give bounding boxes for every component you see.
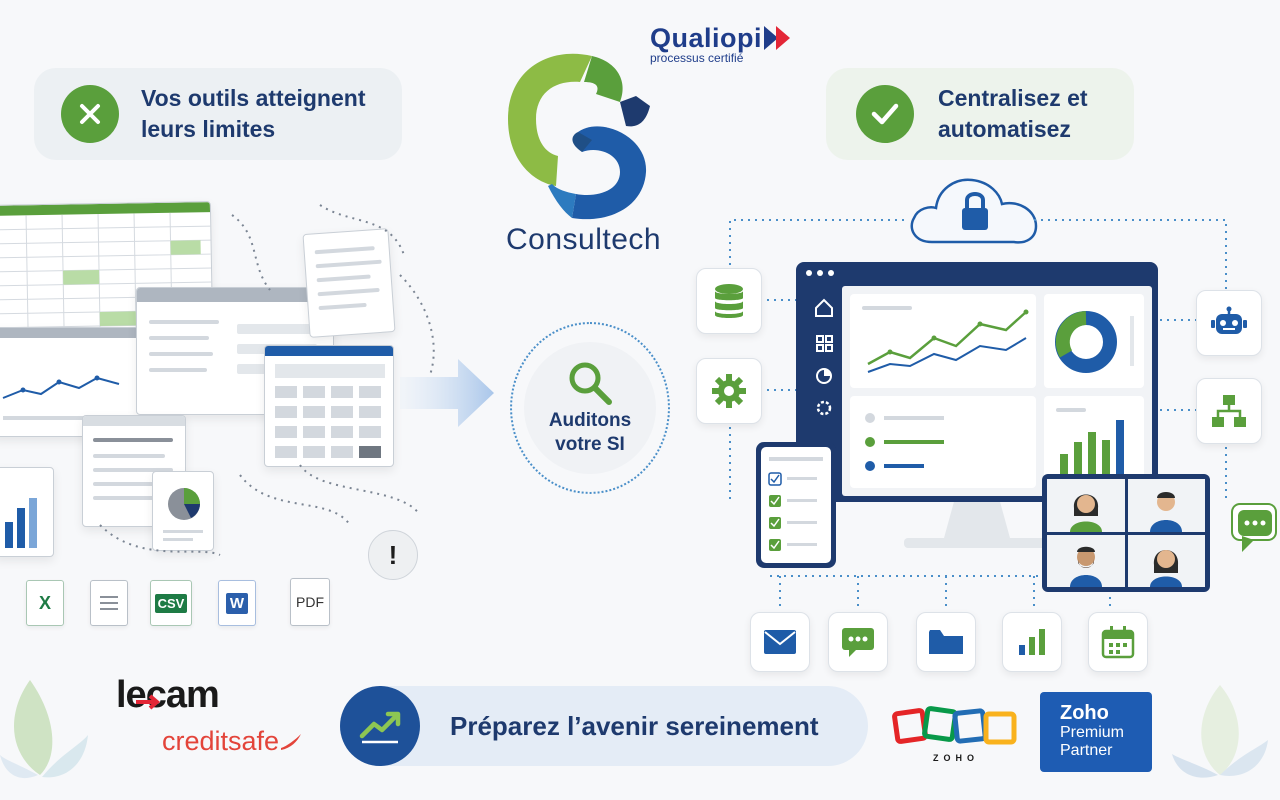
participant-avatar — [1047, 479, 1125, 532]
right-headline-line2: automatisez — [938, 116, 1071, 142]
check-icon — [856, 85, 914, 143]
audit-badge[interactable]: Auditons votre SI — [510, 322, 670, 494]
mail-icon[interactable] — [750, 612, 810, 672]
document-icon — [90, 580, 128, 626]
qualiopi-arrows-icon — [764, 26, 790, 50]
dashboard-checklist — [865, 413, 944, 471]
zoho-wordmark: ZOHO — [933, 753, 979, 763]
bar-chart-document — [0, 467, 54, 557]
qualiopi-subtitle: processus certifié — [650, 51, 744, 65]
folder-icon[interactable] — [916, 612, 976, 672]
chat-bubble-icon — [1231, 503, 1277, 552]
consultech-mark-icon — [508, 53, 650, 220]
bottom-tagline-pill: Préparez l’avenir sereinement — [340, 686, 868, 766]
zoho-squares-icon — [892, 706, 1017, 745]
creditsafe-swoosh-icon — [281, 733, 302, 750]
audit-line2: votre SI — [555, 434, 625, 455]
right-headline-pill: Centralisez et automatisez — [826, 68, 1134, 160]
qualiopi-logo: Qualiopi processus certifié — [650, 22, 810, 70]
right-arrow-icon — [400, 359, 494, 427]
bottom-tagline-text: Préparez l’avenir sereinement — [450, 710, 819, 741]
monitor-stand — [944, 502, 1010, 538]
dashboard-bar-chart — [1060, 420, 1124, 476]
leaf-decoration-right — [1172, 685, 1268, 778]
video-call-window — [1042, 474, 1210, 592]
database-icon[interactable] — [696, 268, 762, 334]
qualiopi-name: Qualiopi — [650, 22, 762, 53]
spreadsheet-collage — [0, 195, 440, 575]
gear-icon[interactable] — [696, 358, 762, 424]
robot-icon[interactable] — [1196, 290, 1262, 356]
zoho-premium-partner-badge: Zoho Premium Partner — [1040, 692, 1152, 772]
collage-connector-lines — [99, 204, 435, 556]
leaf-decoration-left — [0, 680, 88, 779]
pie-chart-document — [152, 471, 214, 551]
calculator-window — [264, 345, 394, 467]
participant-avatar — [1127, 479, 1205, 532]
message-icon[interactable] — [828, 612, 888, 672]
connection-lines — [729, 219, 1227, 610]
participant-avatar — [1127, 534, 1205, 587]
zoho-badge-line2: Premium — [1060, 724, 1125, 741]
creditsafe-logo: creditsafe — [162, 726, 303, 757]
dashboard-sidebar-icons — [815, 298, 833, 416]
excel-icon: X — [26, 580, 64, 626]
participant-avatar — [1047, 534, 1125, 587]
left-headline-pill: Vos outils atteignent leurs limites — [34, 68, 402, 160]
consultech-name: Consultech — [506, 223, 662, 256]
audit-line1: Auditons — [548, 410, 632, 431]
dashboard-donut-chart — [1055, 311, 1134, 373]
left-headline-line1: Vos outils atteignent — [141, 85, 366, 111]
search-icon — [569, 362, 612, 405]
cloud-lock-icon — [910, 178, 1038, 244]
left-headline-line2: leurs limites — [141, 116, 276, 142]
bar-chart-icon[interactable] — [1002, 612, 1062, 672]
csv-icon: CSV — [150, 580, 192, 626]
pdf-icon: PDF — [290, 578, 330, 626]
consultech-logo: Consultech — [500, 44, 670, 260]
lecam-arrow-icon — [136, 694, 161, 710]
zoho-badge-line3: Partner — [1060, 742, 1113, 759]
lecam-logo: lecam — [116, 674, 220, 716]
x-icon — [61, 85, 119, 143]
org-chart-icon[interactable] — [1196, 378, 1262, 444]
tablet-checklist — [756, 442, 836, 568]
right-headline-line1: Centralisez et — [938, 85, 1088, 111]
word-icon: W — [218, 580, 256, 626]
zoho-logo: ZOHO — [892, 706, 1020, 763]
warning-icon: ! — [368, 530, 418, 580]
calendar-icon[interactable] — [1088, 612, 1148, 672]
dashboard-line-chart — [867, 309, 1029, 373]
dashboard-monitor — [796, 262, 1158, 502]
zoho-badge-title: Zoho — [1060, 702, 1109, 724]
trend-up-icon — [340, 686, 420, 766]
